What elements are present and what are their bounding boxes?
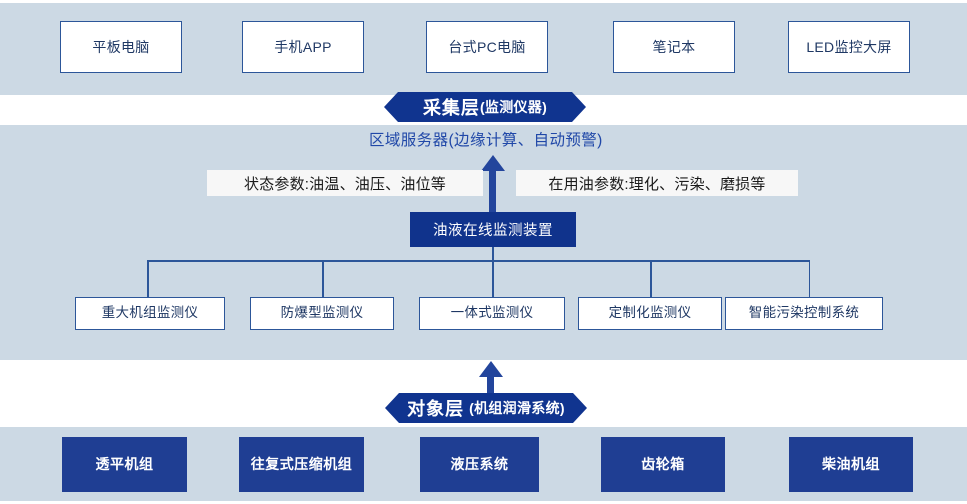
tree-bus-line [147, 260, 810, 262]
monitor-box-label: 智能污染控制系统 [748, 305, 860, 321]
object-box-label: 柴油机组 [822, 456, 880, 473]
monitor-box-major-unit[interactable]: 重大机组监测仪 [75, 297, 225, 330]
device-to-server-arrow-head [480, 155, 505, 171]
collection-banner-title: 采集层 [422, 98, 480, 118]
object-to-collection-arrow-shaft [487, 376, 494, 398]
object-box-gearbox[interactable]: 齿轮箱 [601, 437, 725, 492]
presentation-box-tablet[interactable]: 平板电脑 [60, 21, 182, 73]
object-box-turbine-unit[interactable]: 透平机组 [62, 437, 187, 492]
monitor-box-customized[interactable]: 定制化监测仪 [578, 297, 722, 330]
oil-online-monitoring-device-box[interactable]: 油液在线监测装置 [410, 212, 576, 247]
tree-drop-line-4 [650, 260, 652, 298]
presentation-box-label: LED监控大屏 [806, 38, 892, 55]
presentation-box-desktop-pc[interactable]: 台式PC电脑 [426, 21, 548, 73]
status-parameters-label: 状态参数:油温、油压、油位等 [207, 170, 483, 196]
collection-layer-banner: 采集层 (监测仪器) [384, 92, 586, 122]
presentation-box-label: 平板电脑 [92, 38, 150, 55]
object-box-label: 齿轮箱 [641, 456, 685, 473]
monitor-box-label: 重大机组监测仪 [101, 305, 199, 321]
monitor-box-smart-contamination-control[interactable]: 智能污染控制系统 [725, 297, 883, 330]
object-banner-subtitle: (机组润滑系统) [469, 400, 565, 416]
tree-drop-line-2 [322, 260, 324, 298]
presentation-box-label: 手机APP [274, 38, 332, 55]
tree-drop-line-3 [492, 260, 494, 298]
object-box-label: 液压系统 [450, 456, 509, 473]
collection-banner-subtitle: (监测仪器) [479, 99, 548, 115]
presentation-box-label: 笔记本 [652, 38, 696, 55]
monitor-box-label: 一体式监测仪 [450, 305, 534, 321]
presentation-box-mobile-app[interactable]: 手机APP [242, 21, 364, 73]
device-to-server-arrow-shaft [489, 170, 496, 215]
object-box-hydraulic-system[interactable]: 液压系统 [420, 437, 539, 492]
tree-drop-line-1 [147, 260, 149, 298]
presentation-box-led-screen[interactable]: LED监控大屏 [788, 21, 910, 73]
object-box-reciprocating-compressor[interactable]: 往复式压缩机组 [239, 437, 364, 492]
tree-trunk-line [492, 247, 494, 261]
presentation-box-label: 台式PC电脑 [448, 38, 526, 55]
device-box-label: 油液在线监测装置 [433, 223, 553, 239]
monitor-box-label: 定制化监测仪 [608, 305, 692, 321]
object-to-collection-arrow-head [478, 361, 503, 377]
tree-drop-line-5 [808, 260, 811, 298]
monitor-box-integrated[interactable]: 一体式监测仪 [419, 297, 565, 330]
regional-server-label: 区域服务器(边缘计算、自动预警) [369, 132, 603, 149]
object-box-diesel-unit[interactable]: 柴油机组 [789, 437, 913, 492]
object-layer-banner: 对象层 (机组润滑系统) [385, 393, 587, 423]
in-service-oil-parameters-label: 在用油参数:理化、污染、磨损等 [516, 170, 798, 196]
presentation-box-laptop[interactable]: 笔记本 [613, 21, 735, 73]
object-banner-title: 对象层 [407, 399, 465, 419]
monitor-box-explosion-proof[interactable]: 防爆型监测仪 [250, 297, 394, 330]
monitor-box-label: 防爆型监测仪 [280, 305, 364, 321]
object-box-label: 透平机组 [95, 456, 154, 473]
object-box-label: 往复式压缩机组 [250, 456, 353, 473]
